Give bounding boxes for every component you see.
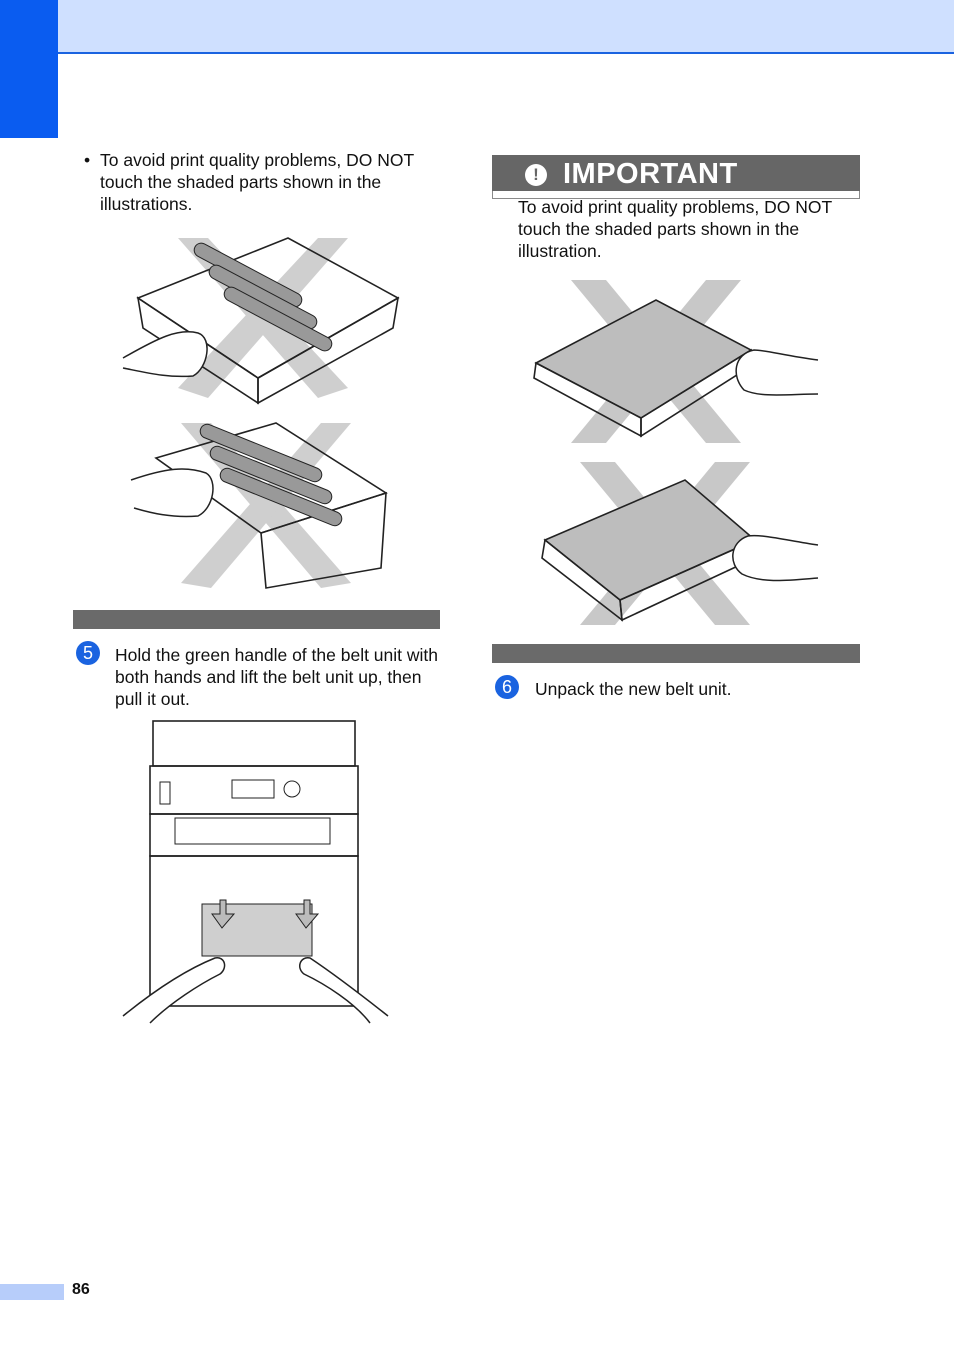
section-divider-left (73, 610, 440, 629)
important-title: IMPORTANT (563, 158, 738, 190)
drum-unit-illustration-bottom (130, 422, 388, 589)
important-header (492, 155, 860, 191)
bullet-marker: • (84, 150, 91, 170)
important-text: To avoid print quality problems, DO NOT … (518, 197, 832, 261)
header-band (0, 0, 954, 54)
step-6-text: Unpack the new belt unit. (535, 679, 732, 699)
section-divider-right (492, 644, 860, 663)
belt-unit-illustration-bottom (541, 462, 819, 625)
step-number-badge: 6 (495, 675, 519, 699)
chapter-tab (0, 0, 58, 138)
exclamation-icon: ! (525, 164, 547, 186)
step-number-badge: 5 (76, 641, 100, 665)
belt-unit-illustration-top (533, 280, 819, 443)
step-5-text: Hold the green handle of the belt unit w… (115, 645, 438, 709)
printer-belt-removal-illustration (122, 720, 389, 1024)
page-number: 86 (72, 1281, 90, 1298)
important-underline (492, 191, 860, 199)
drum-unit-illustration-top (122, 237, 400, 405)
bullet-text: To avoid print quality problems, DO NOT … (100, 150, 414, 214)
page-number-bar (0, 1284, 64, 1300)
